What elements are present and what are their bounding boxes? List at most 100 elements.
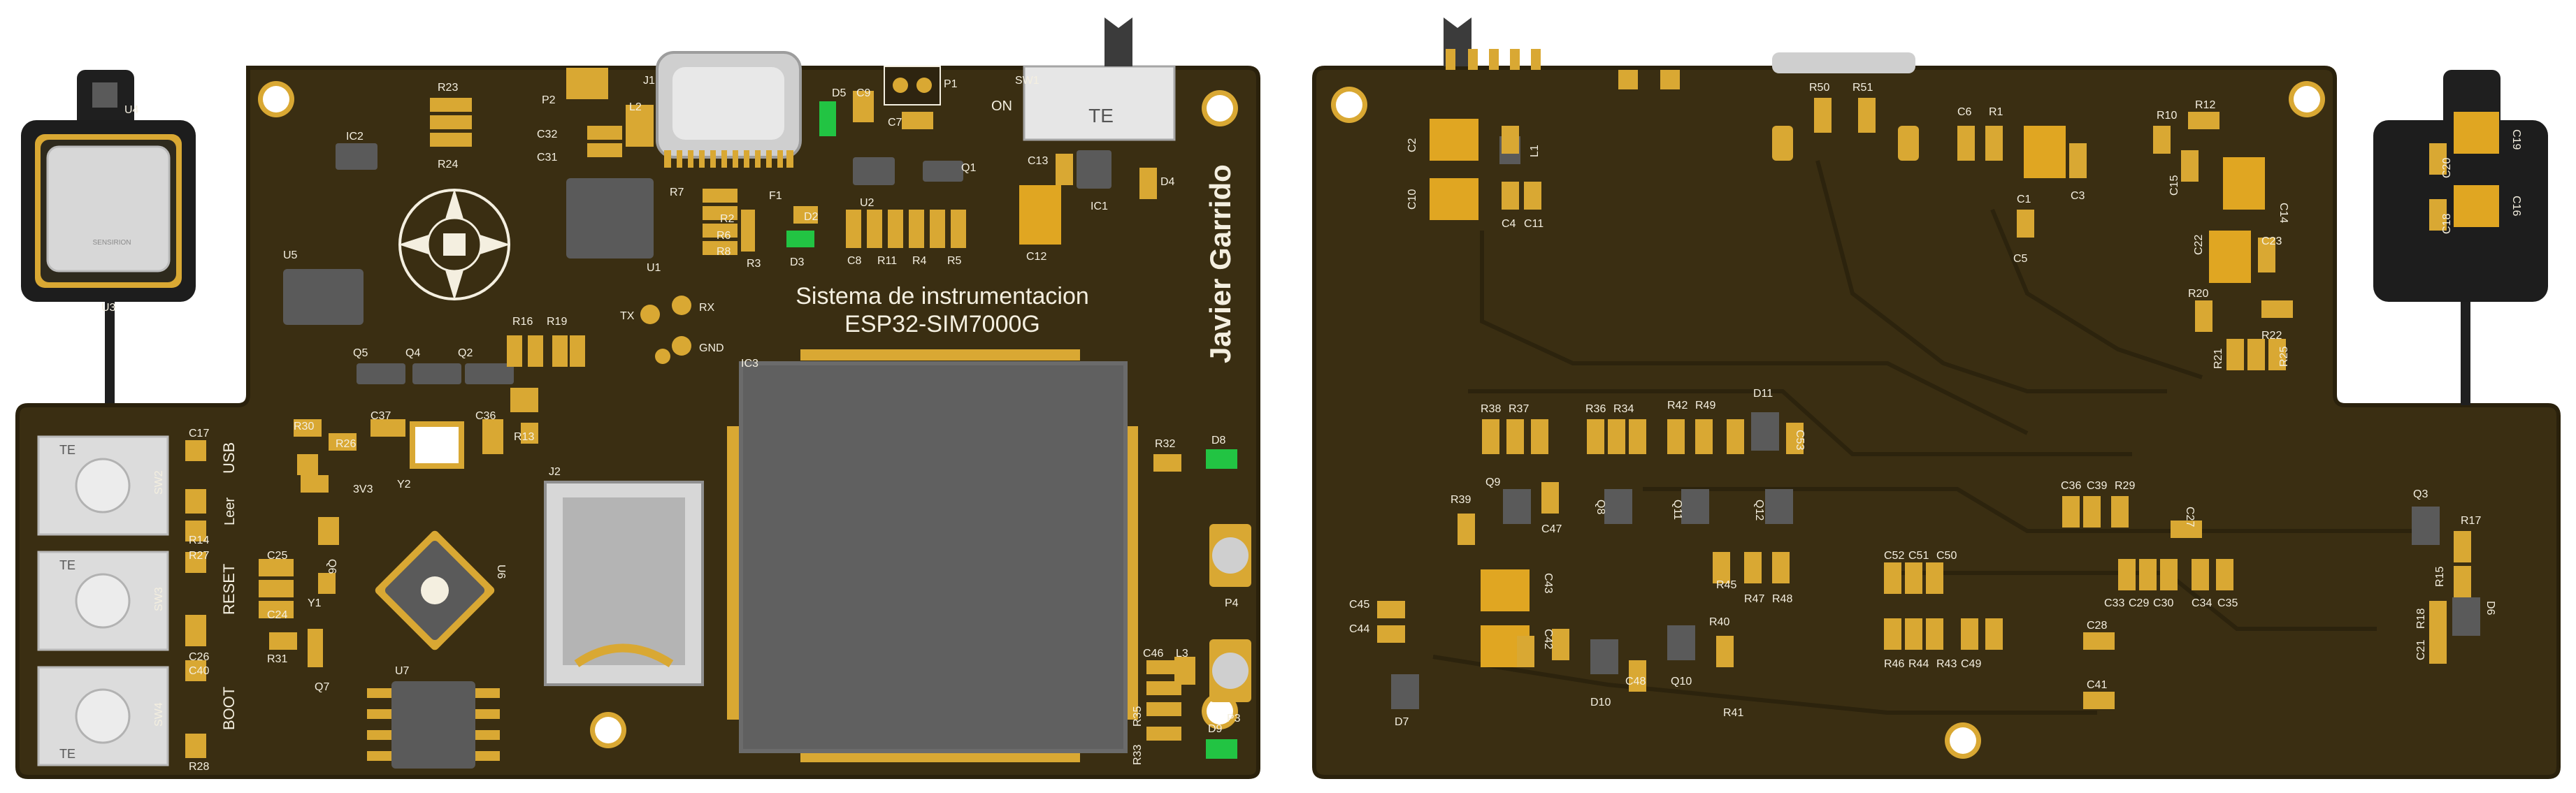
svg-text:R51: R51 — [1852, 82, 1873, 94]
svg-text:R44: R44 — [1908, 658, 1929, 670]
svg-text:C14: C14 — [2278, 203, 2289, 223]
svg-text:C53: C53 — [1794, 430, 1806, 450]
svg-text:R45: R45 — [1716, 579, 1736, 591]
usb-c-back — [1772, 52, 1915, 73]
svg-text:R32: R32 — [1155, 438, 1175, 450]
test-point-gnd — [672, 336, 691, 356]
p1-pin-back — [1660, 70, 1680, 89]
switch-brand-te: TE — [1088, 105, 1114, 126]
svg-text:C47: C47 — [1541, 523, 1562, 535]
svg-text:Y2: Y2 — [397, 479, 411, 490]
mount-hole — [1207, 95, 1233, 122]
svg-text:GND: GND — [699, 342, 724, 354]
svg-text:R27: R27 — [189, 550, 209, 562]
svg-text:R20: R20 — [2188, 288, 2208, 300]
svg-text:U6: U6 — [495, 565, 507, 579]
pad-p2 — [566, 68, 608, 99]
svg-text:U1: U1 — [647, 262, 661, 274]
svg-text:R35: R35 — [1132, 706, 1144, 727]
svg-text:C45: C45 — [1349, 599, 1369, 611]
svg-text:C48: C48 — [1625, 676, 1646, 687]
svg-text:C3: C3 — [2071, 190, 2085, 202]
svg-text:Q5: Q5 — [353, 347, 368, 359]
svg-text:R47: R47 — [1744, 593, 1764, 605]
mount-hole — [1336, 92, 1362, 118]
svg-text:Q11: Q11 — [1671, 500, 1683, 520]
svg-text:C20: C20 — [2441, 158, 2453, 178]
svg-text:R3: R3 — [747, 258, 761, 270]
svg-text:Leer: Leer — [222, 497, 238, 525]
svg-text:R4: R4 — [912, 255, 927, 267]
header-p1 — [884, 66, 941, 106]
led-d5 — [819, 101, 836, 136]
switch-lever — [1104, 17, 1132, 66]
svg-text:C9: C9 — [856, 87, 871, 99]
svg-text:C24: C24 — [267, 609, 287, 621]
svg-text:SW3: SW3 — [153, 587, 165, 611]
svg-text:L2: L2 — [629, 101, 642, 113]
svg-text:R46: R46 — [1884, 658, 1904, 670]
svg-text:SW2: SW2 — [153, 470, 165, 495]
svg-text:TE: TE — [59, 558, 75, 572]
svg-text:C10: C10 — [1406, 189, 1418, 210]
svg-text:SW1: SW1 — [1015, 75, 1039, 87]
svg-text:C46: C46 — [1143, 648, 1163, 660]
svg-text:D5: D5 — [832, 87, 847, 99]
tantalum-caps — [1430, 112, 2499, 667]
svg-text:R26: R26 — [336, 438, 356, 450]
svg-text:R24: R24 — [438, 159, 458, 170]
svg-text:D4: D4 — [1160, 176, 1175, 188]
svg-text:R15: R15 — [2434, 567, 2446, 587]
svg-text:C49: C49 — [1961, 658, 1981, 670]
svg-text:D9: D9 — [1208, 723, 1223, 735]
svg-text:C19: C19 — [2510, 129, 2522, 150]
antenna-chip — [92, 82, 117, 108]
svg-text:D7: D7 — [1395, 716, 1409, 728]
svg-text:C1: C1 — [2017, 194, 2031, 205]
pushbutton-sw2: TE — [37, 435, 169, 536]
svg-text:U4: U4 — [124, 104, 139, 116]
svg-text:D11: D11 — [1753, 388, 1773, 400]
esp-chip-u6 — [375, 530, 495, 650]
svg-text:R7: R7 — [670, 187, 684, 198]
svg-text:C11: C11 — [1524, 218, 1544, 230]
svg-text:R29: R29 — [2115, 480, 2135, 492]
svg-text:R25: R25 — [2278, 347, 2290, 367]
svg-text:R22: R22 — [2261, 330, 2282, 342]
pushbutton-sw4: TE — [37, 666, 169, 766]
sim-card-holder-j2 — [544, 481, 704, 686]
svg-text:P3: P3 — [1227, 713, 1241, 725]
header-pin — [916, 78, 932, 93]
svg-text:R42: R42 — [1667, 400, 1688, 412]
svg-text:C41: C41 — [2087, 679, 2107, 691]
svg-text:Q9: Q9 — [1485, 476, 1500, 488]
transistor-q2 — [465, 363, 514, 384]
svg-text:R13: R13 — [514, 431, 534, 443]
pushbutton-sw3: TE — [37, 551, 169, 651]
svg-text:R34: R34 — [1613, 403, 1634, 415]
university-logo — [398, 189, 510, 300]
crystal-y2 — [410, 421, 464, 469]
svg-text:R5: R5 — [947, 255, 962, 267]
usb-c-tab — [1898, 126, 1919, 161]
svg-text:C30: C30 — [2153, 597, 2173, 609]
svg-text:RESET: RESET — [220, 564, 238, 615]
svg-text:L3: L3 — [1176, 648, 1188, 660]
svg-text:R10: R10 — [2157, 110, 2177, 122]
led-d9 — [1206, 739, 1237, 759]
svg-text:RX: RX — [699, 302, 715, 314]
svg-text:IC2: IC2 — [346, 131, 364, 143]
svg-text:R28: R28 — [189, 761, 209, 773]
svg-text:Q8: Q8 — [1595, 500, 1606, 514]
svg-text:R23: R23 — [438, 82, 458, 94]
ic-ic2 — [336, 143, 377, 170]
sensor-brand: SENSIRION — [92, 239, 131, 247]
svg-text:R49: R49 — [1695, 400, 1715, 412]
via — [655, 349, 670, 364]
svg-text:SW4: SW4 — [153, 702, 165, 727]
svg-text:Y1: Y1 — [308, 597, 322, 609]
svg-text:R38: R38 — [1481, 403, 1501, 415]
svg-text:C28: C28 — [2087, 620, 2107, 632]
mount-hole — [1950, 727, 1976, 754]
board-title-line2: ESP32-SIM7000G — [844, 311, 1040, 337]
